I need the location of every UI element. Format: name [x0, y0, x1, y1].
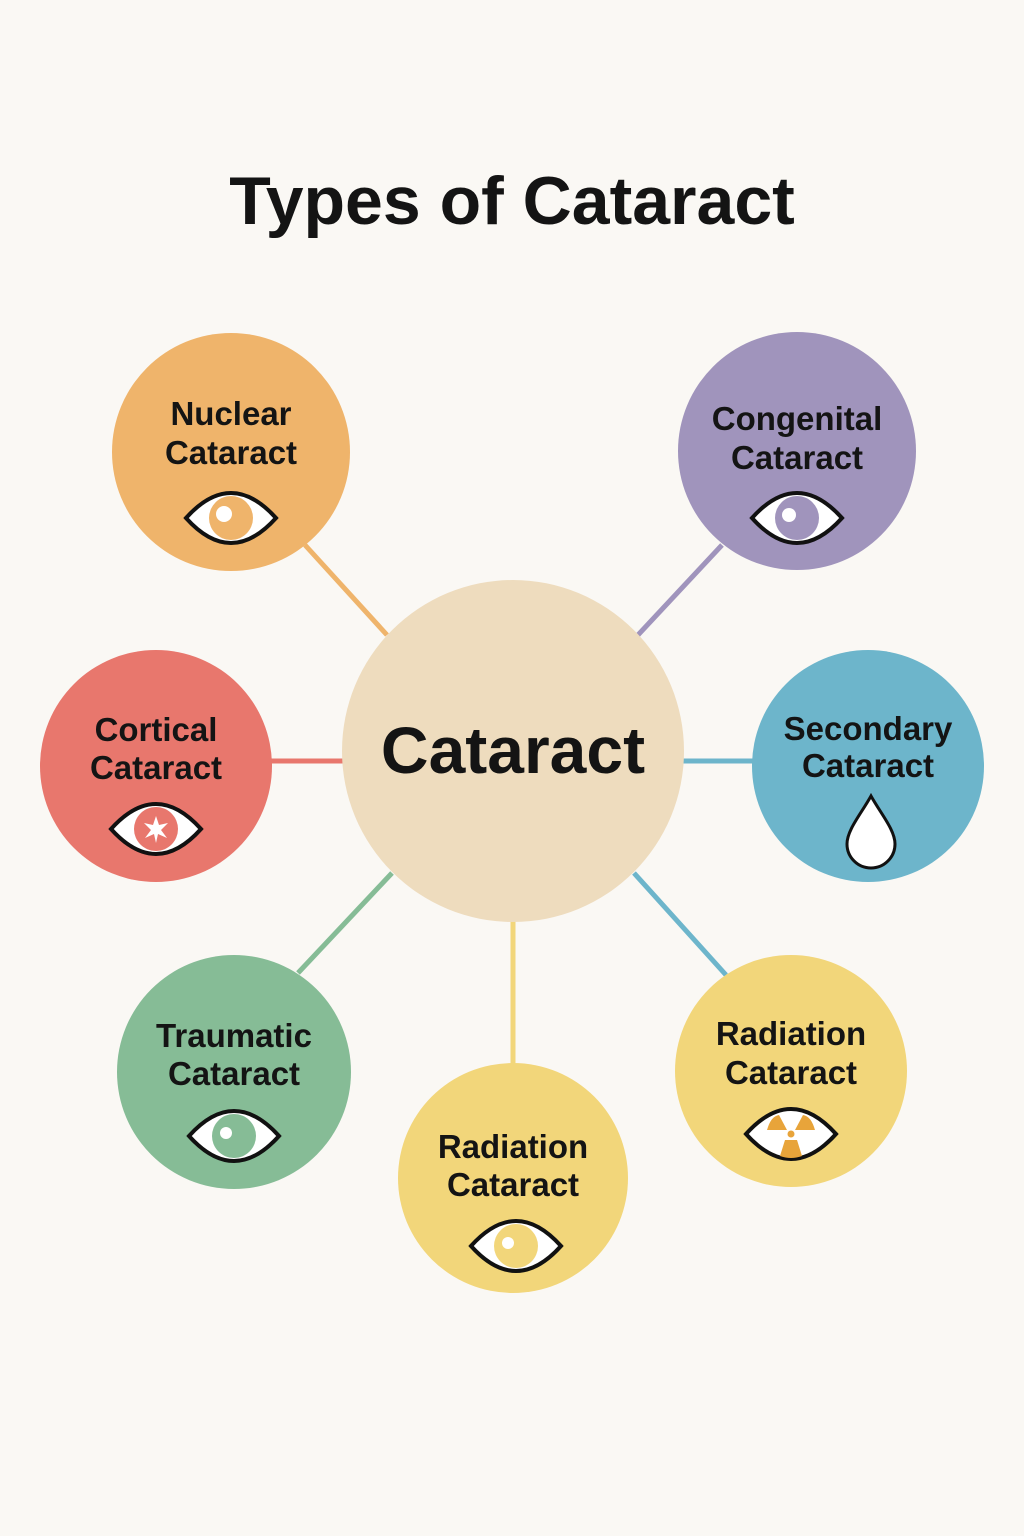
node-label-line1: Nuclear [170, 395, 291, 432]
node-secondary: Secondary Cataract [752, 650, 984, 882]
droplet-icon [845, 792, 897, 870]
node-label-line2: Cataract [168, 1055, 300, 1092]
page-title: Types of Cataract [229, 163, 795, 239]
node-label-line2: Cataract [165, 434, 297, 471]
node-circle [752, 650, 984, 882]
eye-star-icon [108, 802, 204, 856]
connector-traumatic [296, 871, 394, 975]
node-label-line1: Radiation [438, 1128, 588, 1165]
node-label-line2: Cataract [90, 749, 222, 786]
connector-congenital [636, 543, 724, 637]
node-circle [112, 333, 350, 571]
center-label: Cataract [381, 713, 645, 787]
node-cortical: Cortical Cataract [40, 650, 272, 882]
eye-icon [468, 1219, 564, 1273]
eye-icon [183, 491, 279, 545]
node-congenital: Congenital Cataract [678, 332, 916, 570]
node-nuclear: Nuclear Cataract [112, 333, 350, 571]
node-label-line1: Traumatic [156, 1017, 312, 1054]
connectors [270, 543, 754, 1064]
eye-icon [749, 491, 845, 545]
node-circle [675, 955, 907, 1187]
node-label-line2: Cataract [447, 1166, 579, 1203]
node-label-line2: Cataract [731, 439, 863, 476]
node-circle [40, 650, 272, 882]
node-label-line2: Cataract [802, 747, 934, 784]
center-node: Cataract [342, 580, 684, 922]
node-label-line1: Radiation [716, 1015, 866, 1052]
node-label-line2: Cataract [725, 1054, 857, 1091]
node-label-line1: Secondary [784, 710, 953, 747]
eye-icon [186, 1109, 282, 1163]
node-radiation-right: Radiation Cataract [675, 955, 907, 1187]
node-circle [398, 1063, 628, 1293]
node-traumatic: Traumatic Cataract [117, 955, 351, 1189]
connector-nuclear [303, 543, 389, 637]
connector-radiation-right [632, 871, 728, 977]
center-circle [342, 580, 684, 922]
node-circle [117, 955, 351, 1189]
node-circle [678, 332, 916, 570]
node-radiation-bottom: Radiation Cataract [398, 1063, 628, 1293]
node-label-line1: Congenital [712, 400, 883, 437]
node-label-line1: Cortical [95, 711, 218, 748]
radiation-eye-icon [743, 1107, 839, 1161]
